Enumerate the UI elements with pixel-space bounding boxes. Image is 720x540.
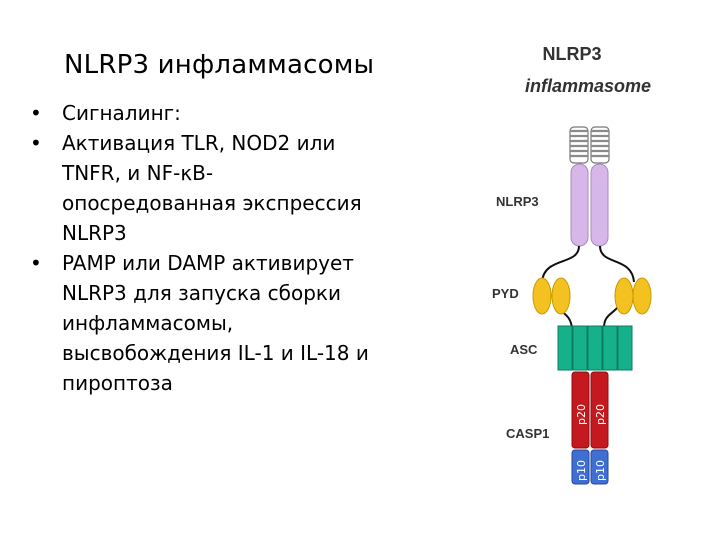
asc-block xyxy=(588,326,602,370)
bullet-item: • PAMP или DAMP активирует NLRP3 для зап… xyxy=(30,248,430,398)
bullet-item: • Сигналинг: xyxy=(30,98,430,128)
inflammasome-diagram: NLRP3 inflammasome NLRP3 xyxy=(480,30,710,510)
bullet-line: PAMP или DAMP активирует xyxy=(62,248,430,278)
pyd-oval xyxy=(533,278,551,314)
bullet-line: Активация TLR, NOD2 или xyxy=(62,128,430,158)
p20-label-left: p20 xyxy=(575,404,588,425)
asc-block xyxy=(558,326,572,370)
p10-label-left: p10 xyxy=(575,460,588,481)
p20-label-right: p20 xyxy=(594,404,607,425)
pyd-oval xyxy=(633,278,651,314)
bullet-item: • Активация TLR, NOD2 или TNFR, и NF-κB-… xyxy=(30,128,430,248)
p10-label-right: p10 xyxy=(594,460,607,481)
bullet-line: Сигналинг: xyxy=(62,101,181,125)
diagram-title-line2: inflammasome xyxy=(525,76,651,96)
nlrp3-pill-right xyxy=(591,164,608,246)
asc-block xyxy=(573,326,587,370)
bullet-marker: • xyxy=(30,98,50,128)
bullet-line: NLRP3 для запуска сборки xyxy=(62,278,430,308)
bullet-line: NLRP3 xyxy=(62,218,430,248)
bullet-line: TNFR, и NF-κB- xyxy=(62,158,430,188)
label-pyd: PYD xyxy=(492,286,519,301)
label-casp1: CASP1 xyxy=(506,426,549,441)
bullet-line: опосредованная экспрессия xyxy=(62,188,430,218)
bullet-marker: • xyxy=(30,248,50,278)
asc-block xyxy=(618,326,632,370)
nlrp3-pill-left xyxy=(571,164,588,246)
bullet-line: пироптоза xyxy=(62,368,430,398)
linker-left xyxy=(542,246,579,282)
label-nlrp3: NLRP3 xyxy=(496,194,539,209)
slide-title: NLRP3 инфламмасомы xyxy=(64,50,374,80)
diagram-title-line1: NLRP3 xyxy=(542,44,601,64)
asc-block xyxy=(603,326,617,370)
bullet-list: • Сигналинг: • Активация TLR, NOD2 или T… xyxy=(30,98,430,398)
linker-right xyxy=(600,246,634,282)
lrr-domain xyxy=(570,127,609,163)
bullet-line: инфламмасомы, xyxy=(62,308,430,338)
pyd-oval xyxy=(615,278,633,314)
label-asc: ASC xyxy=(510,342,538,357)
bullet-line: высвобождения IL-1 и IL-18 и xyxy=(62,338,430,368)
bullet-marker: • xyxy=(30,128,50,158)
pyd-oval xyxy=(552,278,570,314)
